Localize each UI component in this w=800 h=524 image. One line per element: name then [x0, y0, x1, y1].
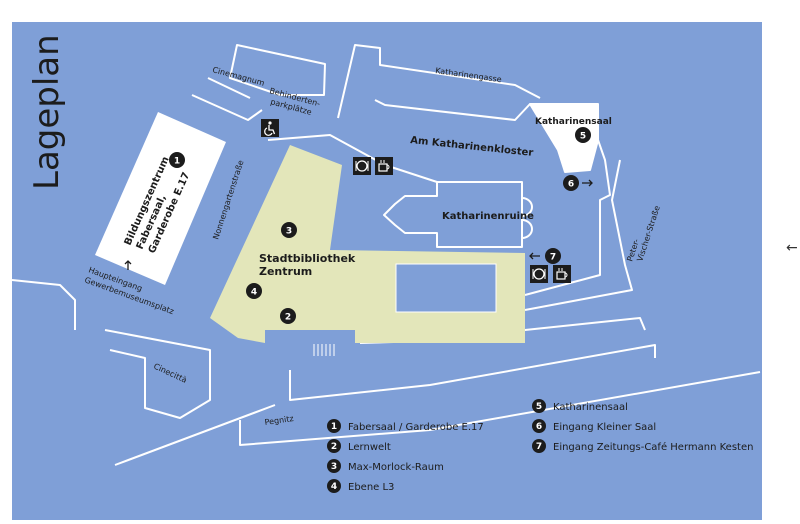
- library-courtyard: [395, 263, 497, 313]
- svg-text:2: 2: [331, 442, 337, 452]
- wheelchair-icon: [261, 119, 279, 137]
- svg-text:5: 5: [580, 132, 586, 142]
- marker-1: 1: [169, 152, 185, 168]
- legend-item-5: 5 Katharinensaal: [532, 399, 628, 413]
- svg-text:4: 4: [251, 288, 257, 298]
- label-katharinensaal: Katharinensaal: [535, 117, 612, 127]
- marker-6: 6: [563, 175, 579, 191]
- dining-icon: [353, 157, 371, 175]
- building-bildungszentrum: [95, 112, 226, 285]
- legend-item-3: 3 Max-Morlock-Raum: [327, 459, 444, 473]
- legend: 1 Fabersaal / Garderobe E.17 2 Lernwelt …: [327, 399, 753, 493]
- legend-item-7: 7 Eingang Zeitungs-Café Hermann Kesten: [532, 439, 753, 453]
- svg-text:5: 5: [536, 402, 542, 412]
- svg-text:6: 6: [568, 180, 574, 190]
- coffee-icon: [553, 265, 571, 283]
- building-katharinenruine: [383, 181, 523, 248]
- legend-item-2: 2 Lernwelt: [327, 439, 391, 453]
- svg-text:Katharinensaal: Katharinensaal: [553, 402, 628, 413]
- block-cinemagnum-edge: [207, 77, 251, 99]
- label-stadtbibliothek-2: Zentrum: [259, 265, 312, 278]
- svg-text:Ebene L3: Ebene L3: [348, 482, 394, 493]
- svg-text:1: 1: [331, 422, 337, 432]
- block-cinemagnum-lower: [191, 94, 263, 121]
- block-east: [524, 139, 611, 296]
- arrow-icon: [124, 260, 132, 270]
- coffee-icon: [375, 157, 393, 175]
- block-katharinengasse: [337, 44, 541, 119]
- block-kloster-south: [267, 134, 438, 183]
- marker-2: 2: [280, 308, 296, 324]
- svg-text:Eingang Kleiner Saal: Eingang Kleiner Saal: [553, 422, 656, 433]
- building-katharinensaal: [529, 103, 599, 173]
- svg-text:Max-Morlock-Raum: Max-Morlock-Raum: [348, 462, 444, 473]
- arrow-icon: [529, 252, 540, 260]
- block-east-street: [524, 159, 633, 311]
- svg-text:7: 7: [550, 253, 556, 263]
- legend-item-4: 4 Ebene L3: [327, 479, 394, 493]
- svg-text:1: 1: [174, 157, 180, 167]
- marker-5: 5: [575, 127, 591, 143]
- dining-icon: [530, 265, 548, 283]
- legend-item-6: 6 Eingang Kleiner Saal: [532, 419, 656, 433]
- street-pegnitz-diag: [114, 404, 276, 466]
- ruine-apse-upper: [521, 197, 533, 217]
- svg-text:7: 7: [536, 442, 542, 452]
- library-entrance-plaza: [265, 330, 355, 345]
- svg-text:Lernwelt: Lernwelt: [348, 442, 391, 453]
- arrow-icon: [582, 179, 593, 187]
- marker-7: 7: [545, 248, 561, 264]
- block-kloster-north: [374, 99, 531, 121]
- marker-3: 3: [281, 222, 297, 238]
- svg-text:6: 6: [536, 422, 542, 432]
- svg-text:4: 4: [331, 482, 337, 492]
- street-pegnitz: Pegnitz: [264, 414, 294, 427]
- svg-text:3: 3: [286, 227, 292, 237]
- legend-item-1: 1 Fabersaal / Garderobe E.17: [327, 419, 484, 433]
- label-stadtbibliothek-1: Stadtbibliothek: [259, 252, 356, 265]
- map-title: Lageplan: [27, 34, 67, 190]
- block-cinemagnum: [229, 44, 326, 96]
- ruine-apse-lower: [521, 219, 533, 239]
- svg-text:Eingang Zeitungs-Café Hermann: Eingang Zeitungs-Café Hermann Kesten: [553, 441, 753, 453]
- label-katharinenruine: Katharinenruine: [442, 211, 534, 222]
- block-west: [11, 279, 76, 330]
- library-stairs: [313, 344, 335, 356]
- back-arrow-icon[interactable]: ←: [786, 240, 798, 256]
- svg-text:3: 3: [331, 462, 337, 472]
- block-cinecitta: [104, 329, 211, 419]
- svg-text:2: 2: [285, 313, 291, 323]
- street-pegnitz-north: [239, 371, 761, 446]
- svg-text:Fabersaal / Garderobe E.17: Fabersaal / Garderobe E.17: [348, 422, 484, 433]
- marker-4: 4: [246, 283, 262, 299]
- street-south-2: [289, 344, 656, 401]
